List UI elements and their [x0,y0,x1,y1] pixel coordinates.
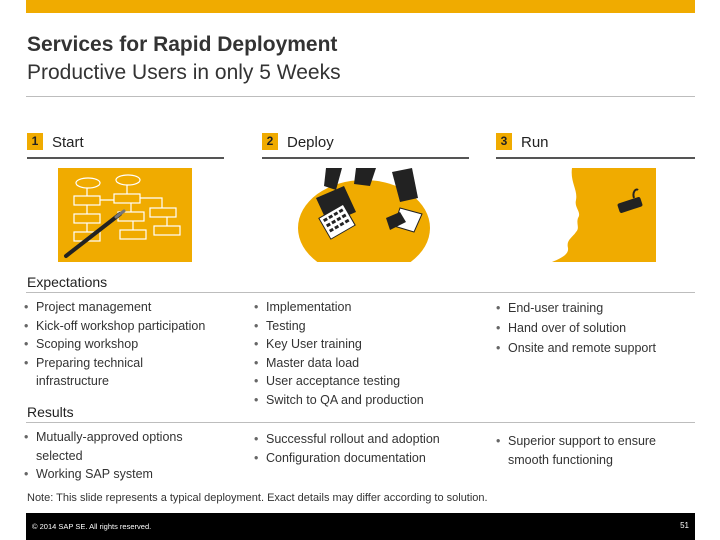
phase-deploy-header: 2 Deploy [262,133,469,159]
phase-start-header: 1 Start [27,133,224,159]
phase-number-badge: 2 [262,133,278,150]
phase-label: Start [52,134,84,151]
list-item: Master data load [254,354,474,373]
expectations-run-list: End-user training Hand over of solution … [496,298,696,358]
footnote: Note: This slide represents a typical de… [27,492,488,504]
phase-number-badge: 3 [496,133,512,150]
phase-underline [496,157,695,159]
expectations-heading: Expectations [27,274,108,290]
results-run-list: Superior support to ensure smooth functi… [496,432,686,469]
list-item: Configuration documentation [254,449,474,468]
results-heading: Results [27,404,74,420]
list-item: User acceptance testing [254,372,474,391]
list-item: Implementation [254,298,474,317]
list-item: End-user training [496,298,696,318]
list-item: Preparing technical infrastructure [24,354,156,391]
expectations-start-list: Project management Kick-off workshop par… [24,298,234,391]
title-line-2: Productive Users in only 5 Weeks [27,61,341,84]
list-item: Mutually-approved options selected [24,428,201,465]
list-item: Key User training [254,335,474,354]
slide-title: Services for Rapid Deployment Productive… [27,31,341,87]
list-item: Working SAP system [24,465,214,484]
footer-bar: © 2014 SAP SE. All rights reserved. 51 [26,513,695,540]
phase-label: Deploy [287,134,334,151]
phase-run-header: 3 Run [496,133,695,159]
list-item: Testing [254,317,474,336]
list-item: Hand over of solution [496,318,696,338]
person-headset-illustration [522,168,656,262]
phase-label: Run [521,134,549,151]
list-item: Project management [24,298,234,317]
list-item: Onsite and remote support [496,338,696,358]
results-divider [26,422,695,423]
expectations-deploy-list: Implementation Testing Key User training… [254,298,474,409]
phase-underline [27,157,224,159]
title-line-1: Services for Rapid Deployment [27,33,338,56]
list-item: Successful rollout and adoption [254,430,474,449]
hands-calculator-illustration [296,168,430,262]
results-start-list: Mutually-approved options selected Worki… [24,428,214,484]
copyright-text: © 2014 SAP SE. All rights reserved. [32,522,152,531]
list-item: Scoping workshop [24,335,234,354]
title-divider [26,96,695,97]
flowchart-pen-illustration [58,168,192,262]
phase-underline [262,157,469,159]
list-item: Superior support to ensure smooth functi… [496,432,683,469]
top-accent-bar [26,0,695,13]
phase-number-badge: 1 [27,133,43,150]
expectations-divider [26,292,695,293]
list-item: Switch to QA and production [254,391,474,410]
results-deploy-list: Successful rollout and adoption Configur… [254,430,474,467]
list-item: Kick-off workshop participation [24,317,234,336]
page-number: 51 [680,521,689,530]
